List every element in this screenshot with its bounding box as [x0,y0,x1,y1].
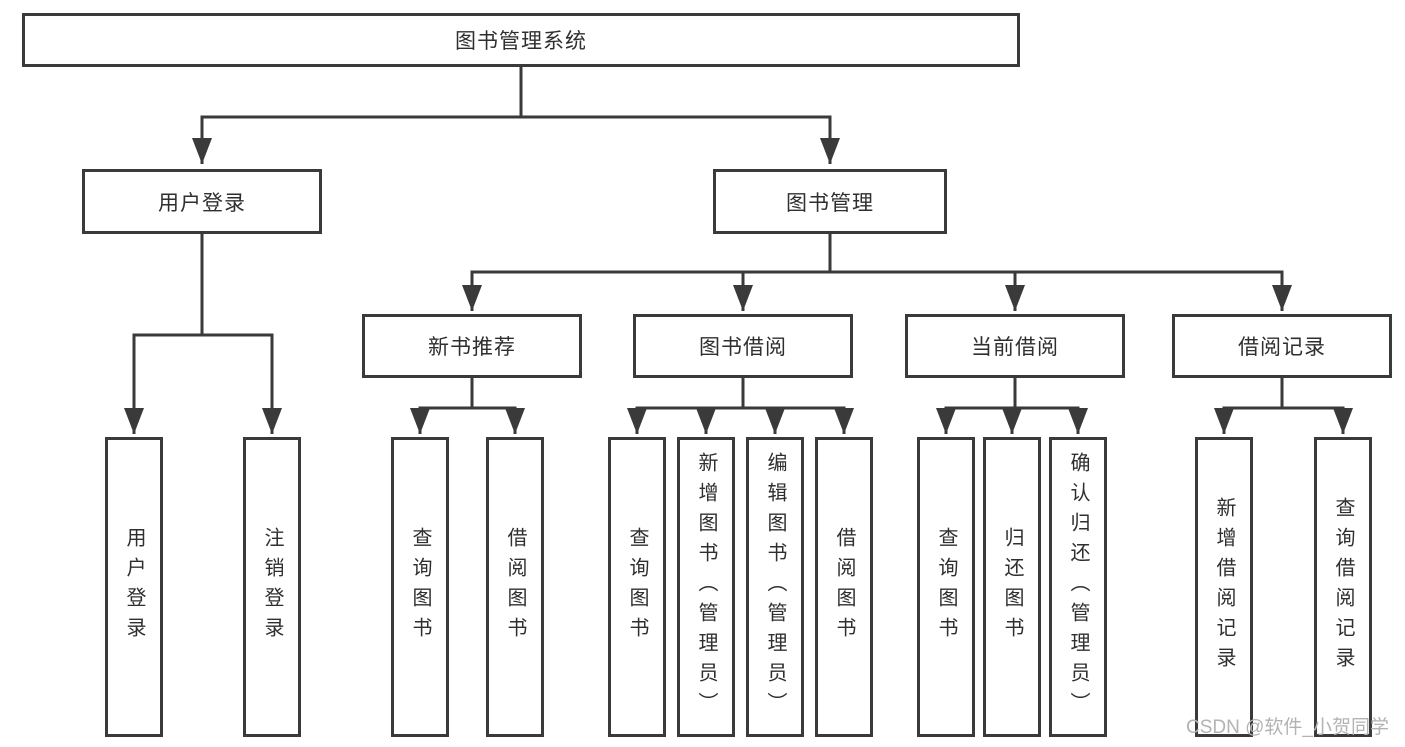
node-new-book-recommend-label: 新书推荐 [428,336,516,359]
leaf-current-query-books: 查询图书 [917,437,975,737]
node-root-label: 图书管理系统 [455,30,587,53]
node-current-borrow: 当前借阅 [905,314,1125,378]
node-book-management-label: 图书管理 [786,191,874,215]
node-book-borrow: 图书借阅 [633,314,853,378]
leaf-borrow-query-books: 查询图书 [608,437,666,737]
leaf-recommend-borrow-books: 借阅图书 [486,437,544,737]
leaf-borrow-books-label: 借阅图书 [833,527,855,647]
leaf-confirm-return-admin-label: 确认归还（管理员） [1067,452,1089,722]
leaf-confirm-return-admin: 确认归还（管理员） [1049,437,1107,737]
leaf-edit-books-admin-label: 编辑图书（管理员） [764,452,786,722]
leaf-user-login-label: 用户登录 [123,527,145,647]
node-book-management: 图书管理 [713,169,947,234]
node-borrow-records-label: 借阅记录 [1238,336,1326,359]
node-current-borrow-label: 当前借阅 [971,336,1059,359]
node-root: 图书管理系统 [22,13,1020,67]
leaf-add-books-admin-label: 新增图书（管理员） [695,452,717,722]
leaf-borrow-books: 借阅图书 [815,437,873,737]
leaf-edit-books-admin: 编辑图书（管理员） [746,437,804,737]
leaf-recommend-query-books-label: 查询图书 [409,527,431,647]
leaf-return-books: 归还图书 [983,437,1041,737]
leaf-add-borrow-record-label: 新增借阅记录 [1213,497,1235,677]
leaf-recommend-query-books: 查询图书 [391,437,449,737]
node-new-book-recommend: 新书推荐 [362,314,582,378]
leaf-logout: 注销登录 [243,437,301,737]
leaf-current-query-books-label: 查询图书 [935,527,957,647]
node-user-login-label: 用户登录 [158,191,246,215]
node-borrow-records: 借阅记录 [1172,314,1392,378]
leaf-user-login: 用户登录 [105,437,163,737]
leaf-recommend-borrow-books-label: 借阅图书 [504,527,526,647]
node-book-borrow-label: 图书借阅 [699,336,787,359]
leaf-query-borrow-record: 查询借阅记录 [1314,437,1372,737]
leaf-logout-label: 注销登录 [261,527,283,647]
leaf-add-borrow-record: 新增借阅记录 [1195,437,1253,737]
leaf-return-books-label: 归还图书 [1001,527,1023,647]
leaf-add-books-admin: 新增图书（管理员） [677,437,735,737]
csdn-watermark: CSDN @软件_小贺同学 [1186,717,1389,738]
node-user-login: 用户登录 [82,169,322,234]
leaf-query-borrow-record-label: 查询借阅记录 [1332,497,1354,677]
leaf-borrow-query-books-label: 查询图书 [626,527,648,647]
